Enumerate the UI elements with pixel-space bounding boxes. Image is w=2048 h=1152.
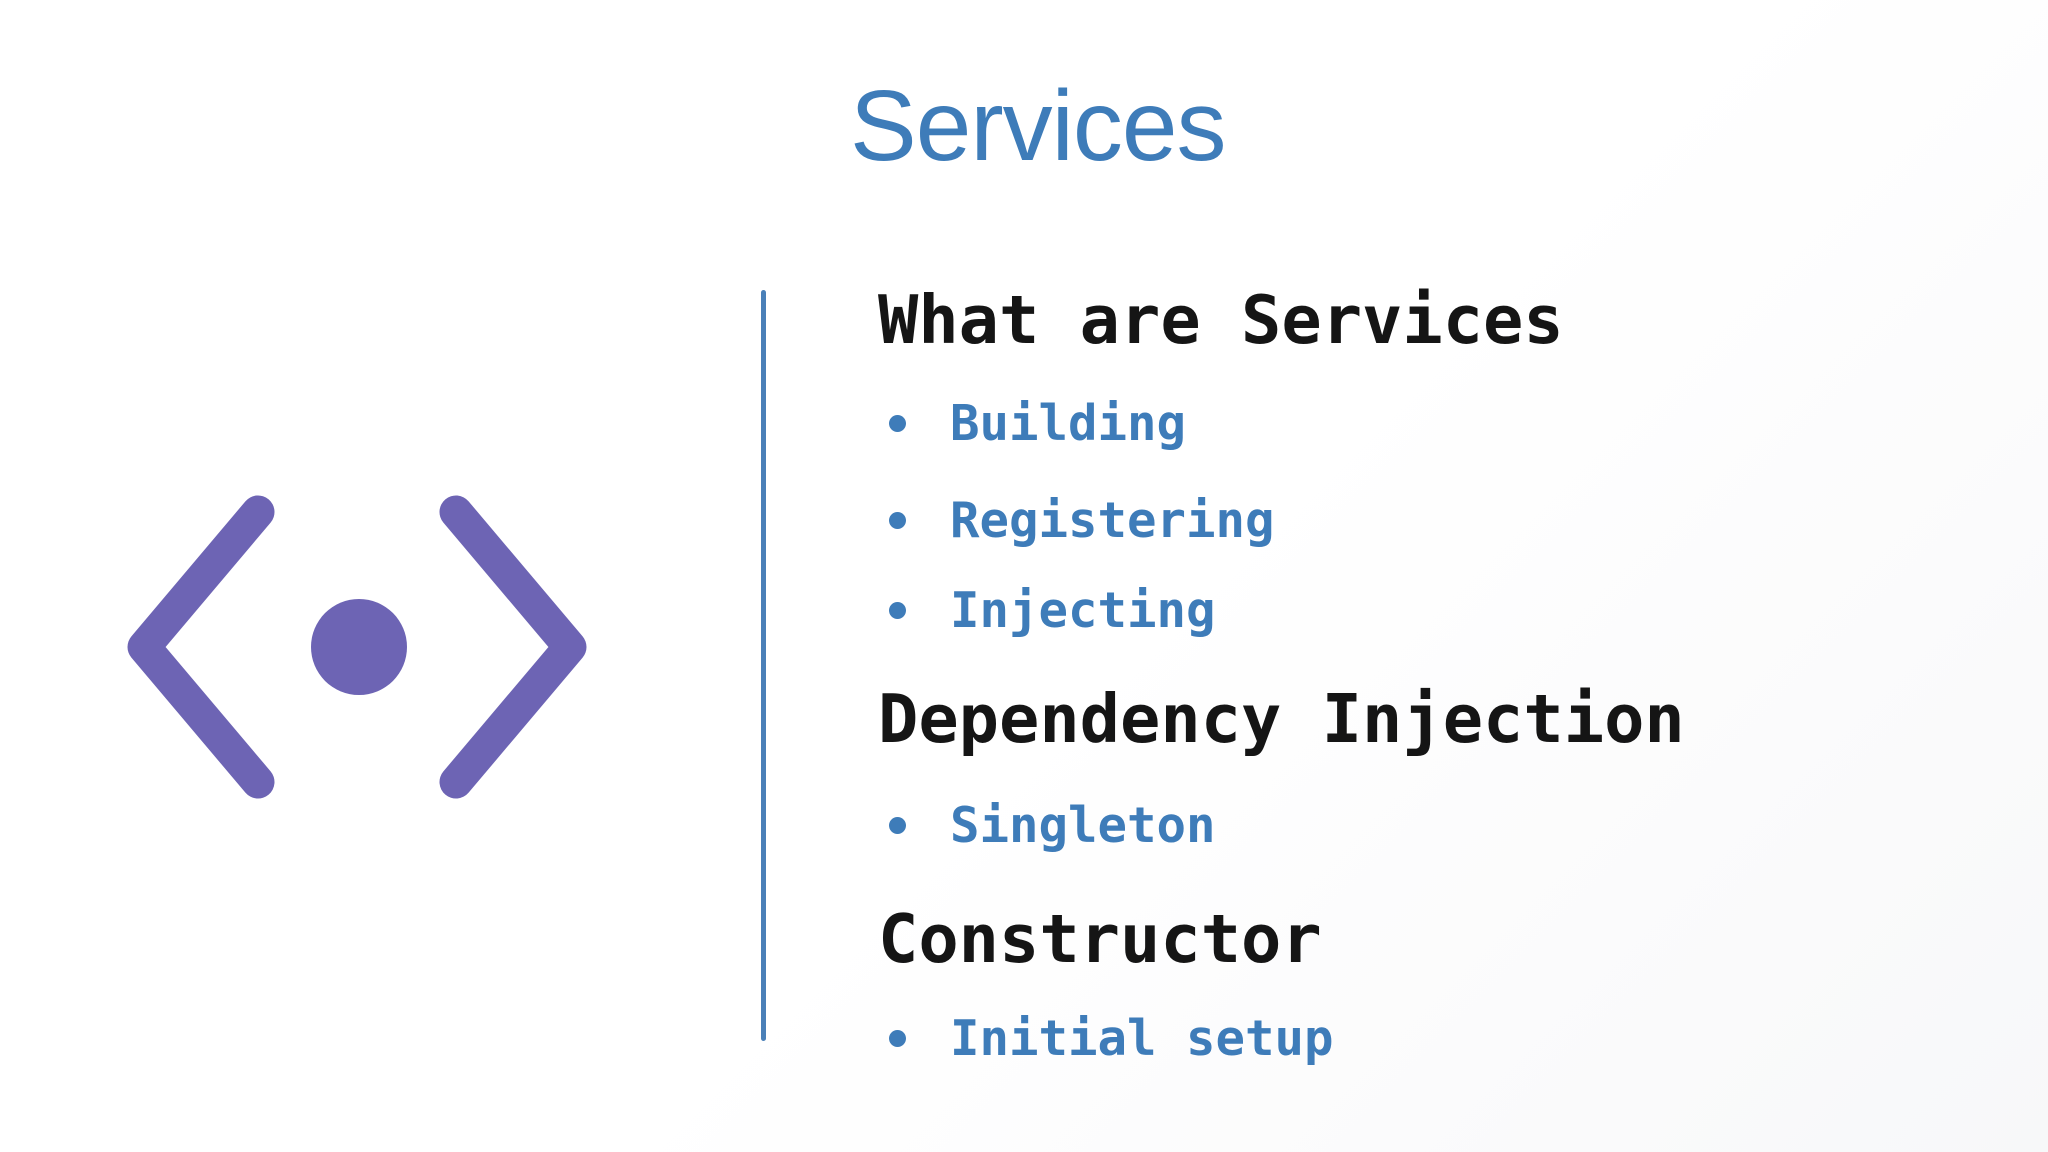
section-heading: Dependency Injection [878, 680, 1685, 758]
bullet-label: Injecting [950, 582, 1216, 639]
bullet-label: Initial setup [950, 1010, 1334, 1067]
list-item: Initial setup [878, 1010, 1334, 1067]
section-heading: Constructor [878, 900, 1322, 978]
list-item: Registering [878, 492, 1275, 549]
bullet-label: Singleton [950, 797, 1216, 854]
bullet-label: Building [950, 395, 1187, 452]
bullet-dot-icon [889, 602, 906, 619]
code-chevrons-dot-icon [127, 495, 587, 799]
section-heading: What are Services [878, 281, 1564, 359]
list-item: Singleton [878, 797, 1216, 854]
bullet-dot-icon [889, 512, 906, 529]
bullet-dot-icon [889, 1030, 906, 1047]
bullet-dot-icon [889, 817, 906, 834]
list-item: Injecting [878, 582, 1216, 639]
bullet-label: Registering [950, 492, 1275, 549]
bullet-dot-icon [889, 415, 906, 432]
list-item: Building [878, 395, 1186, 452]
vertical-divider [761, 290, 766, 1041]
page-title: Services [850, 70, 1226, 182]
